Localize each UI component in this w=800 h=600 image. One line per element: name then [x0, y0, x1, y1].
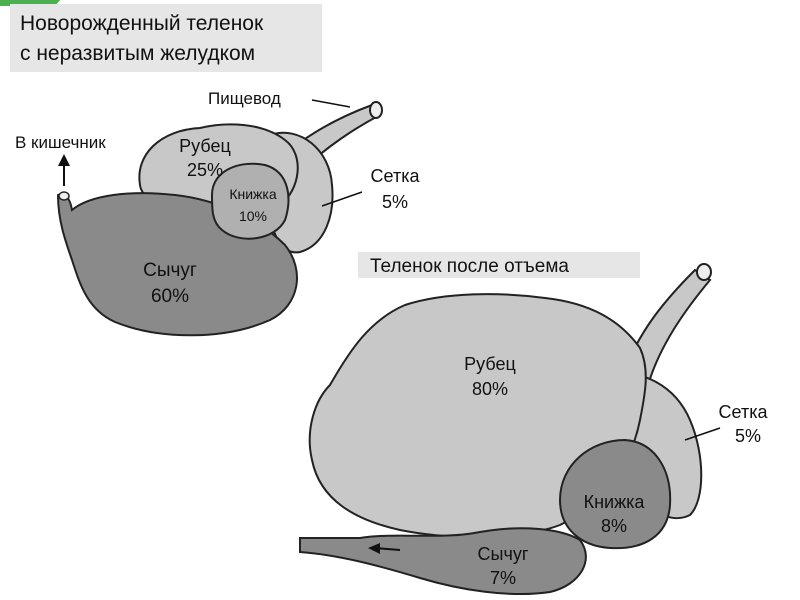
newborn-rumen-pct: 25%	[187, 160, 223, 180]
newborn-intestine-arrow-head	[58, 154, 70, 166]
weaned-abomasum-name: Сычуг	[478, 544, 529, 564]
weaned-esophagus-shape	[623, 268, 712, 387]
weaned-abomasum-shape	[299, 527, 587, 596]
weaned-omasum-shape	[558, 438, 672, 550]
weaned-rumen-shape	[308, 293, 647, 538]
weaned-reticulum-name: Сетка	[719, 402, 769, 422]
weaned-abomasum-pct: 7%	[490, 568, 516, 588]
newborn-rumen-name: Рубец	[179, 136, 231, 156]
newborn-reticulum-leader	[321, 191, 363, 207]
newborn-abomasum-pct: 60%	[151, 286, 189, 307]
newborn-intestine-label: В кишечник	[15, 133, 106, 152]
weaned-title-box	[358, 252, 640, 278]
newborn-reticulum-name: Сетка	[371, 166, 421, 186]
weaned-omasum-name: Книжка	[584, 492, 646, 512]
weaned-rumen-name: Рубец	[464, 354, 516, 374]
newborn-title-line2: с неразвитым желудком	[20, 42, 255, 65]
weaned-flow-arrow-head	[368, 543, 380, 554]
weaned-title: Теленок после отъема	[370, 256, 569, 277]
newborn-esophagus-opening	[369, 101, 383, 119]
newborn-esophagus-leader	[311, 99, 351, 108]
newborn-omasum-shape	[210, 162, 290, 240]
weaned-esophagus-opening	[696, 263, 712, 281]
newborn-esophagus-label: Пищевод	[208, 89, 281, 108]
weaned-reticulum-leader	[684, 427, 721, 441]
weaned-rumen-pct: 80%	[472, 379, 508, 399]
newborn-title-box	[10, 4, 322, 72]
newborn-abomasum-name: Сычуг	[143, 260, 197, 281]
newborn-reticulum-pct: 5%	[382, 192, 408, 212]
weaned-omasum-pct: 8%	[601, 516, 627, 536]
newborn-omasum-name: Книжка	[229, 186, 277, 202]
newborn-title-line1: Новорожденный теленок	[20, 12, 264, 35]
newborn-intestine-opening	[58, 191, 70, 201]
newborn-omasum-pct: 10%	[239, 208, 267, 224]
weaned-reticulum-pct: 5%	[735, 426, 761, 446]
